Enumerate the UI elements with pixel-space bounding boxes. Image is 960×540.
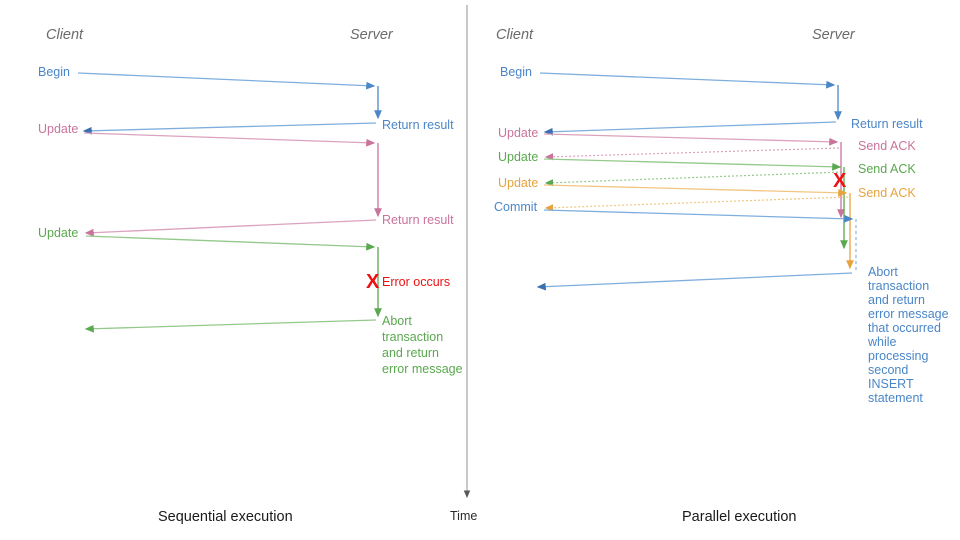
left-message-label-return1: Return result (382, 118, 454, 132)
right-abort-note-line-5: that occurred (868, 321, 941, 335)
right-arrow-begin (539, 72, 836, 89)
right-message-label-ack3: Send ACK (858, 186, 916, 200)
left-panel-sequential: Client Server Begin Return result Update… (38, 27, 463, 525)
right-abort-note-line-6: while (867, 335, 897, 349)
left-client-lane-header: Client (46, 27, 84, 43)
right-message-label-update3: Update (498, 176, 538, 190)
right-panel-caption: Parallel execution (682, 509, 796, 525)
left-arrow-abort (84, 319, 377, 333)
right-arrow-update1 (543, 133, 839, 146)
time-axis-label: Time (450, 509, 477, 523)
right-arrow-commit (543, 209, 854, 223)
right-client-lane-header: Client (496, 27, 534, 43)
right-panel-parallel: Client Server Begin Return result Update… (494, 27, 949, 525)
right-arrow-update2 (543, 158, 842, 171)
right-abort-note-line-4: error message (868, 307, 949, 321)
left-arrow-return2 (84, 219, 377, 237)
right-arrow-return1 (543, 121, 837, 136)
left-abort-note-line-1: Abort (382, 314, 412, 328)
right-message-label-ack1: Send ACK (858, 139, 916, 153)
right-message-label-update1: Update (498, 126, 538, 140)
left-arrow-return1 (82, 122, 377, 135)
right-abort-note: Abort transaction and return error messa… (867, 265, 949, 405)
left-abort-note-line-3: and return (382, 346, 439, 360)
left-error-label: Error occurs (382, 275, 450, 289)
right-message-label-ack2: Send ACK (858, 162, 916, 176)
left-message-label-update2: Update (38, 226, 78, 240)
left-server-lane-header: Server (350, 27, 394, 43)
right-abort-note-line-7: processing (868, 349, 928, 363)
left-message-label-return2: Return result (382, 213, 454, 227)
left-arrow-begin (77, 72, 376, 90)
left-panel-caption: Sequential execution (158, 509, 293, 525)
left-abort-note-line-4: error message (382, 362, 463, 376)
left-abort-note-line-2: transaction (382, 330, 443, 344)
right-arrow-update3 (543, 184, 848, 197)
right-error-x-icon: X (833, 170, 847, 192)
right-arrow-abort (536, 272, 853, 291)
left-arrow-update1 (83, 132, 376, 147)
left-message-label-begin: Begin (38, 65, 70, 79)
left-error-x-icon: X (366, 271, 380, 293)
right-message-label-update2: Update (498, 150, 538, 164)
right-server-lane-header: Server (812, 27, 856, 43)
right-arrow-ack2-dotted (544, 171, 843, 187)
right-abort-note-line-10: statement (868, 391, 923, 405)
left-abort-note: Abort transaction and return error messa… (382, 314, 463, 376)
right-abort-note-line-2: transaction (868, 279, 929, 293)
right-arrow-ack3-dotted (544, 196, 849, 212)
right-abort-note-line-1: Abort (868, 265, 898, 279)
left-message-label-update1: Update (38, 122, 78, 136)
right-abort-note-line-8: second (868, 363, 908, 377)
right-abort-note-line-9: INSERT (868, 377, 914, 391)
right-arrow-ack1-dotted (544, 147, 840, 161)
left-arrow-update2 (85, 235, 376, 251)
right-abort-note-line-3: and return (868, 293, 925, 307)
right-message-label-return1: Return result (851, 117, 923, 131)
right-message-label-begin: Begin (500, 65, 532, 79)
right-message-label-commit: Commit (494, 200, 538, 214)
